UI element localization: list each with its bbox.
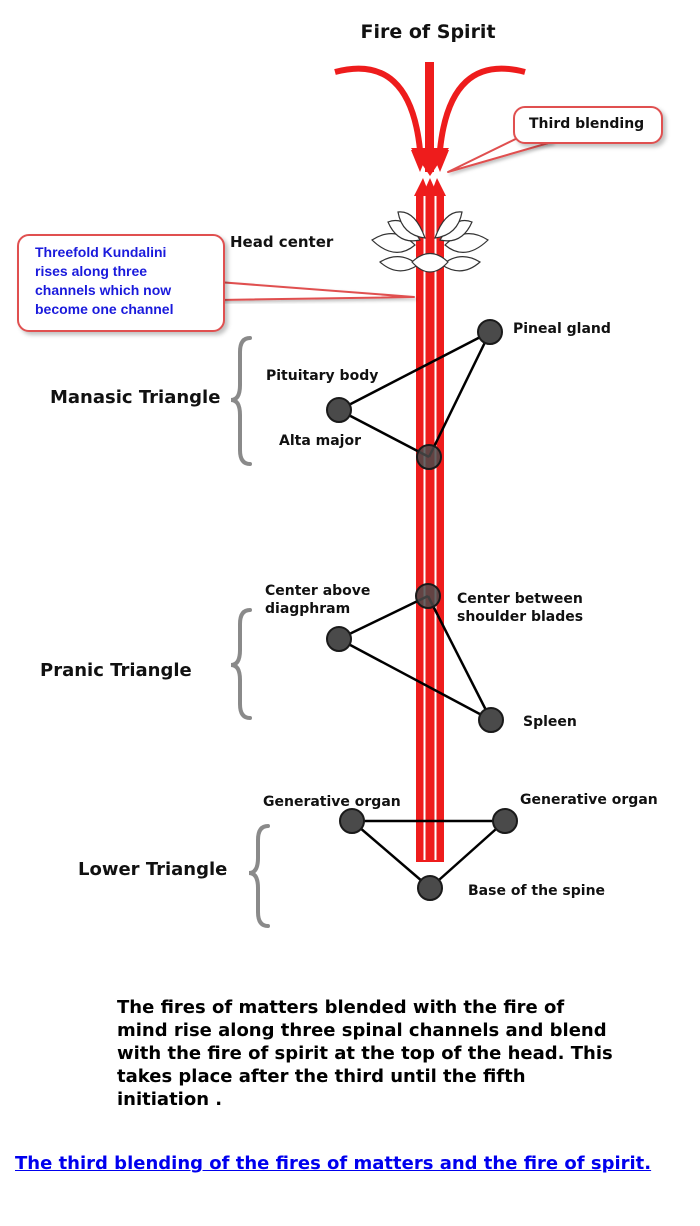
- pranic-triangle-lines: [338, 594, 493, 722]
- center-above-diaphragm-label: Center above diagphram: [265, 582, 370, 618]
- generative-organ-left-label: Generative organ: [263, 794, 401, 810]
- node-generative-organ-left: [339, 808, 365, 834]
- pituitary-body-label: Pituitary body: [266, 368, 379, 384]
- node-spleen: [478, 707, 504, 733]
- pranic-brace: [230, 608, 252, 720]
- third-blending-callout: Third blending: [513, 106, 663, 144]
- lotus-icon: [371, 211, 489, 273]
- kundalini-pointer: [217, 281, 415, 301]
- node-center-between-shoulder-blades: [415, 583, 441, 609]
- kundalini-line-2: rises along three: [35, 263, 148, 279]
- node-generative-organ-right: [492, 808, 518, 834]
- lower-triangle-lines: [351, 819, 506, 889]
- node-base-of-spine: [417, 875, 443, 901]
- pranic-triangle-label: Pranic Triangle: [40, 660, 192, 681]
- manasic-brace: [230, 336, 252, 466]
- spleen-label: Spleen: [523, 714, 577, 730]
- center-above-diaphragm-line-2: diagphram: [265, 601, 351, 617]
- generative-organ-right-label: Generative organ: [520, 792, 658, 808]
- node-pituitary-body: [326, 397, 352, 423]
- kundalini-line-1: Threefold Kundalini: [35, 244, 167, 260]
- head-center-label: Head center: [230, 233, 334, 251]
- lower-brace: [248, 824, 270, 928]
- center-above-diaphragm-line-1: Center above: [265, 583, 371, 599]
- spinal-channels: [416, 192, 444, 862]
- node-pineal-gland: [477, 319, 503, 345]
- caption-text: The fires of matters blended with the fi…: [117, 997, 613, 1110]
- diagram-title: Fire of Spirit: [360, 21, 496, 43]
- alta-major-label: Alta major: [279, 433, 362, 449]
- rising-channels-tip: [414, 178, 446, 196]
- manasic-triangle-lines: [338, 330, 492, 459]
- manasic-triangle-label: Manasic Triangle: [50, 387, 221, 408]
- node-alta-major: [416, 444, 442, 470]
- third-blending-text: Third blending: [529, 116, 645, 132]
- pineal-gland-label: Pineal gland: [513, 321, 611, 337]
- node-center-above-diaphragm: [326, 626, 352, 652]
- shoulder-blades-line-1: Center between: [457, 591, 583, 607]
- kundalini-line-3: channels which now: [35, 282, 172, 298]
- lower-triangle-label: Lower Triangle: [78, 859, 228, 880]
- center-between-shoulder-blades-label: Center between shoulder blades: [457, 590, 583, 626]
- fire-of-spirit-arrow: [334, 62, 526, 176]
- base-of-spine-label: Base of the spine: [468, 883, 606, 899]
- third-blending-link[interactable]: The third blending of the fires of matte…: [15, 1153, 652, 1174]
- kundalini-callout: Threefold Kundalini rises along three ch…: [17, 234, 225, 332]
- kundalini-line-4: become one channel: [35, 301, 174, 317]
- shoulder-blades-line-2: shoulder blades: [457, 609, 584, 625]
